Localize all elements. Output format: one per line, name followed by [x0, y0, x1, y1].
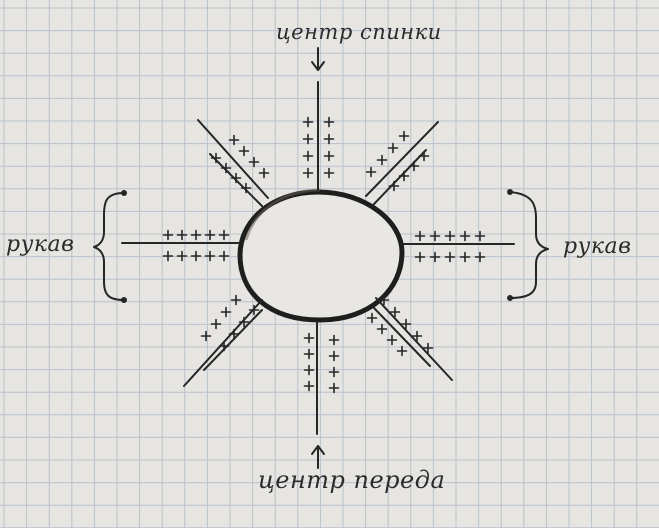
raglan-line-bottom-left-inner: [203, 309, 263, 371]
raglan-line-top-right-inner: [373, 149, 427, 205]
stitch-mark: [400, 318, 412, 330]
stitch-mark: [323, 116, 335, 128]
stitch-mark: [204, 229, 216, 241]
stitch-mark: [459, 230, 471, 242]
stitch-mark: [323, 133, 335, 145]
raglan-line-bottom-left-outer: [183, 299, 263, 387]
stitch-mark: [376, 154, 388, 166]
stitch-mark: [328, 366, 340, 378]
stitch-mark: [414, 230, 426, 242]
stitch-mark: [303, 364, 315, 376]
stitch-mark: [303, 380, 315, 392]
stitch-mark: [162, 250, 174, 262]
stitch-mark: [422, 342, 434, 354]
stitch-mark: [303, 332, 315, 344]
brace-dot: [121, 190, 127, 196]
arrow-down-icon: [311, 47, 325, 71]
stitch-mark: [408, 160, 420, 172]
stitch-mark: [387, 142, 399, 154]
right-curly-brace: [509, 191, 549, 299]
arrow-up-icon: [311, 445, 325, 469]
stitch-mark: [328, 334, 340, 346]
left-curly-brace: [93, 192, 125, 301]
brace-dot: [507, 295, 513, 301]
stitch-mark: [230, 294, 242, 306]
stitch-mark: [302, 133, 314, 145]
stitch-mark: [248, 304, 260, 316]
stitch-mark: [230, 172, 242, 184]
stitch-mark: [190, 229, 202, 241]
stitch-mark: [386, 334, 398, 346]
raglan-line-top-left-outer: [197, 119, 269, 199]
stitch-mark: [190, 250, 202, 262]
stitch-mark: [218, 340, 230, 352]
raglan-line-bottom-right-inner: [373, 307, 431, 367]
stitch-mark: [389, 306, 401, 318]
stitch-mark: [474, 251, 486, 263]
stitch-mark: [388, 180, 400, 192]
stitch-mark: [218, 250, 230, 262]
stitch-mark: [459, 251, 471, 263]
stitch-mark: [398, 170, 410, 182]
stitch-mark: [398, 130, 410, 142]
stitch-mark: [248, 156, 260, 168]
label-center-front: центр переда: [258, 466, 446, 494]
stitch-mark: [429, 251, 441, 263]
stitch-marks: [162, 116, 486, 394]
stitch-mark: [176, 250, 188, 262]
stitch-mark: [204, 250, 216, 262]
stitch-mark: [396, 345, 408, 357]
stitch-mark: [176, 229, 188, 241]
stitch-mark: [302, 116, 314, 128]
stitch-mark: [238, 145, 250, 157]
stitch-mark: [228, 134, 240, 146]
stitch-mark: [323, 150, 335, 162]
stitch-mark: [240, 182, 252, 194]
stitch-mark: [323, 167, 335, 179]
stitch-mark: [200, 330, 212, 342]
stitch-mark: [238, 316, 250, 328]
stitch-mark: [376, 323, 388, 335]
stitch-mark: [378, 294, 390, 306]
label-center-back: центр спинки: [276, 20, 442, 44]
label-sleeve-left: рукав: [6, 232, 75, 257]
stitch-mark: [414, 251, 426, 263]
stitch-mark: [210, 318, 222, 330]
stitch-mark: [162, 229, 174, 241]
stitch-mark: [474, 230, 486, 242]
stitch-mark: [444, 251, 456, 263]
stitch-mark: [210, 152, 222, 164]
stitch-mark: [220, 162, 232, 174]
neck-shadow: [244, 188, 321, 241]
raglan-line-bottom-right-outer: [375, 297, 453, 381]
stitch-mark: [411, 330, 423, 342]
raglan-line-top-right-outer: [365, 121, 439, 197]
stitch-mark: [220, 306, 232, 318]
stitch-mark: [302, 167, 314, 179]
stitch-mark: [365, 166, 377, 178]
stitch-mark: [366, 312, 378, 324]
stitch-mark: [303, 348, 315, 360]
stitch-mark: [444, 230, 456, 242]
brace-dot: [507, 189, 513, 195]
stitch-mark: [302, 150, 314, 162]
stitch-mark: [418, 150, 430, 162]
stitch-mark: [429, 230, 441, 242]
stitch-mark: [218, 229, 230, 241]
stitch-mark: [258, 167, 270, 179]
label-sleeve-right: рукав: [563, 234, 632, 259]
brace-dot: [121, 297, 127, 303]
stitch-mark: [328, 350, 340, 362]
stitch-mark: [328, 382, 340, 394]
stitch-mark: [228, 328, 240, 340]
